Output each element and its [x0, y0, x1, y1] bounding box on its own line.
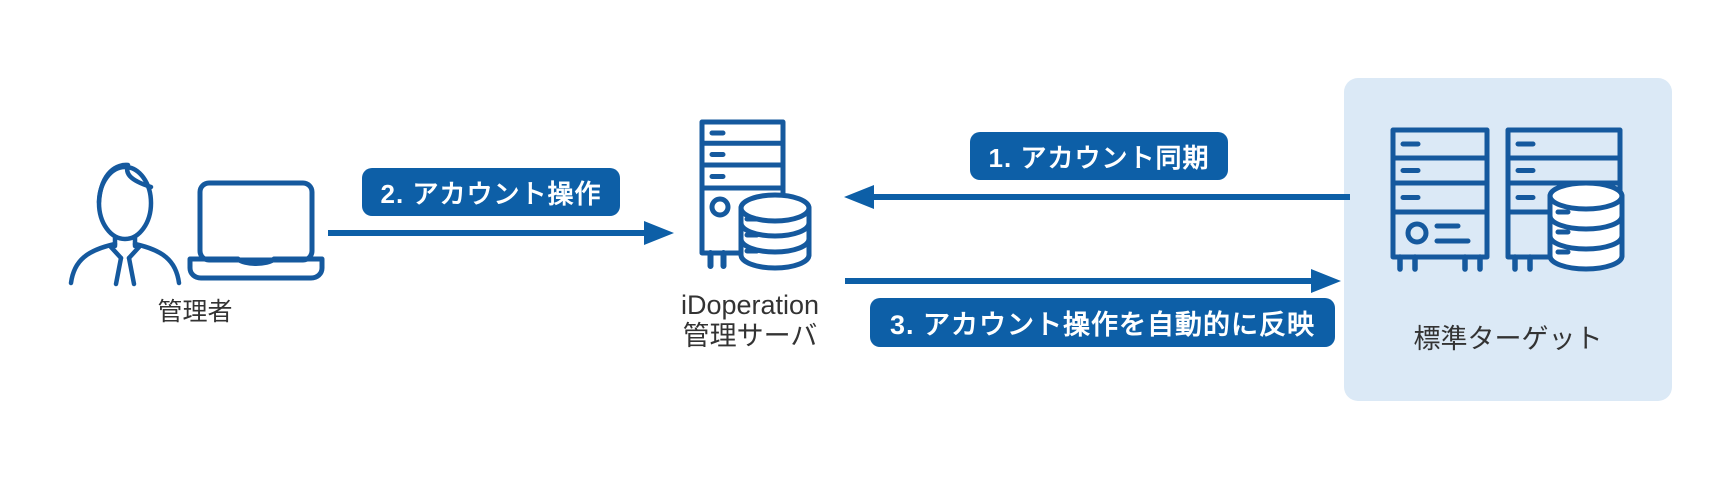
target-label: 標準ターゲット: [1413, 324, 1603, 354]
server-role: 管理サーバ: [682, 321, 818, 351]
management-server-label: iDoperation 管理サーバ: [640, 290, 860, 352]
laptop-icon: [187, 180, 325, 281]
step-badge-account-sync: 1. アカウント同期: [970, 132, 1228, 180]
arrow-account-sync: [844, 185, 1350, 209]
person-icon: [68, 162, 182, 287]
admin-user-icon: [68, 162, 325, 287]
admin-label: 管理者: [157, 298, 233, 326]
step-badge-auto-reflect: 3. アカウント操作を自動的に反映: [870, 298, 1335, 347]
database-icon: [1547, 180, 1625, 272]
arrow-auto-reflect: [845, 269, 1341, 293]
server-tower-icon: [1390, 127, 1490, 272]
step-badge-account-operation: 2. アカウント操作: [362, 168, 620, 216]
arrow-account-operation: [328, 221, 674, 245]
database-icon: [738, 192, 812, 271]
target-servers-icon: [1390, 127, 1625, 272]
management-server-icon: [699, 119, 812, 271]
server-name: iDoperation: [680, 290, 820, 320]
